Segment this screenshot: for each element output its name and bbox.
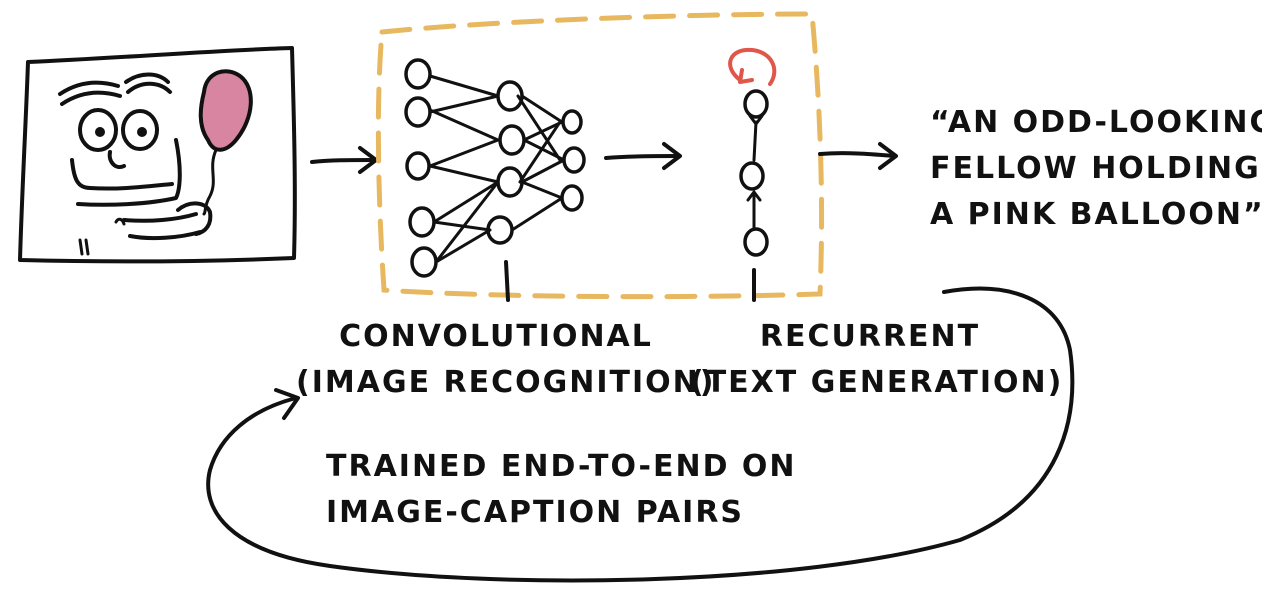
caption-line-1: “AN ODD-LOOKING <box>930 105 1262 140</box>
input-image-frame <box>18 46 297 264</box>
generated-caption: “AN ODD-LOOKING FELLOW HOLDING A PINK BA… <box>930 100 1262 238</box>
cnn-network <box>404 58 586 302</box>
caption-line-2: FELLOW HOLDING <box>930 151 1261 186</box>
recurrent-label: RECURRENT (TEXT GENERATION) <box>690 314 1064 406</box>
training-note-line-1: TRAINED END-TO-END ON <box>326 449 797 484</box>
convolutional-label-line-1: CONVOLUTIONAL <box>339 319 653 354</box>
balloon-icon <box>198 69 253 216</box>
recurrent-label-line-2: (TEXT GENERATION) <box>690 365 1064 400</box>
convolutional-label: CONVOLUTIONAL (IMAGE RECOGNITION) <box>296 314 716 406</box>
arrow-rnn-to-caption <box>818 142 898 170</box>
convolutional-label-line-2: (IMAGE RECOGNITION) <box>296 365 716 400</box>
arrow-cnn-to-rnn <box>604 142 682 170</box>
model-dashed-box <box>375 11 825 300</box>
training-feedback-arrow <box>206 286 1075 583</box>
training-note: TRAINED END-TO-END ON IMAGE-CAPTION PAIR… <box>326 444 797 536</box>
rnn-chain <box>728 47 777 302</box>
caption-line-3: A PINK BALLOON” <box>930 197 1262 232</box>
recurrent-label-line-1: RECURRENT <box>759 319 981 354</box>
face-doodle-icon <box>58 72 213 256</box>
training-note-line-2: IMAGE-CAPTION PAIRS <box>326 495 745 530</box>
arrow-image-to-cnn <box>310 146 378 174</box>
